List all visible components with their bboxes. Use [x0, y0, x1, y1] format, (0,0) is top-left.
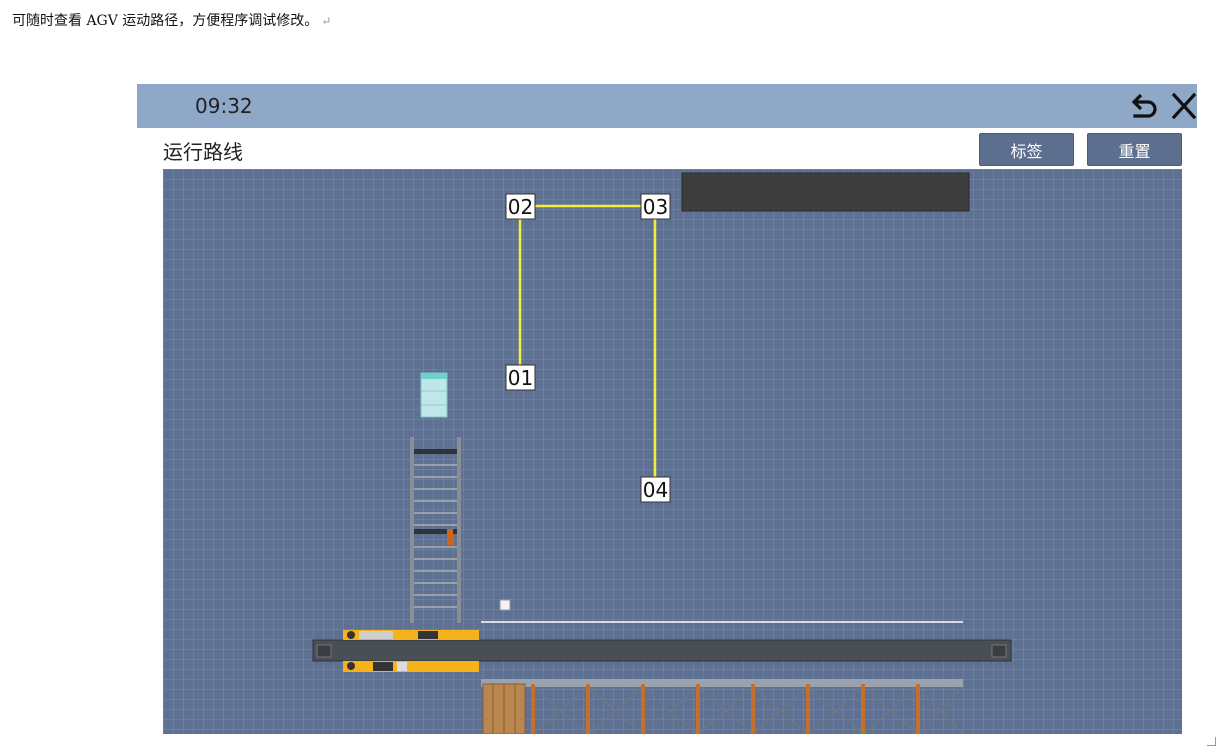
node-label-03: 03: [643, 195, 668, 219]
close-button[interactable]: [1167, 90, 1201, 122]
undo-arrow-icon: [1131, 93, 1157, 118]
back-button[interactable]: [1127, 90, 1161, 122]
node-label-01: 01: [508, 366, 533, 390]
route-node-03[interactable]: 03: [640, 193, 671, 220]
route-node-02[interactable]: 02: [505, 193, 536, 220]
reset-button[interactable]: 重置: [1087, 133, 1182, 166]
agv-vehicle: [420, 372, 448, 418]
route-node-04[interactable]: 04: [640, 476, 671, 503]
storage-rack: [481, 679, 964, 734]
node-label-04: 04: [643, 478, 668, 502]
agv-route-window: 09:32 运行路线 标签 重置: [137, 84, 1197, 738]
horizontal-belt-conveyor: [312, 630, 1012, 672]
scene-canvas: 02 03 01 04: [312, 172, 1012, 734]
page-title: 运行路线: [163, 140, 243, 164]
close-x-icon: [1171, 92, 1197, 120]
page-corner-mark: [1207, 737, 1216, 746]
route-path: [518, 204, 657, 489]
caption-text: 可随时查看 AGV 运动路径，方便程序调试修改。: [12, 13, 319, 29]
titlebar: 09:32: [137, 84, 1197, 128]
overhead-panel: [681, 172, 970, 212]
vertical-roller-conveyor: [410, 437, 461, 623]
route-node-01[interactable]: 01: [505, 364, 536, 391]
route-map-viewport[interactable]: 02 03 01 04: [163, 169, 1182, 734]
tag-button[interactable]: 标签: [979, 133, 1074, 166]
node-label-02: 02: [508, 195, 533, 219]
page-header: 运行路线 标签 重置: [137, 128, 1197, 168]
clock-time: 09:32: [195, 94, 253, 118]
document-caption: 可随时查看 AGV 运动路径，方便程序调试修改。↵: [12, 10, 331, 30]
small-package: [499, 599, 511, 611]
paragraph-mark: ↵: [321, 14, 332, 28]
